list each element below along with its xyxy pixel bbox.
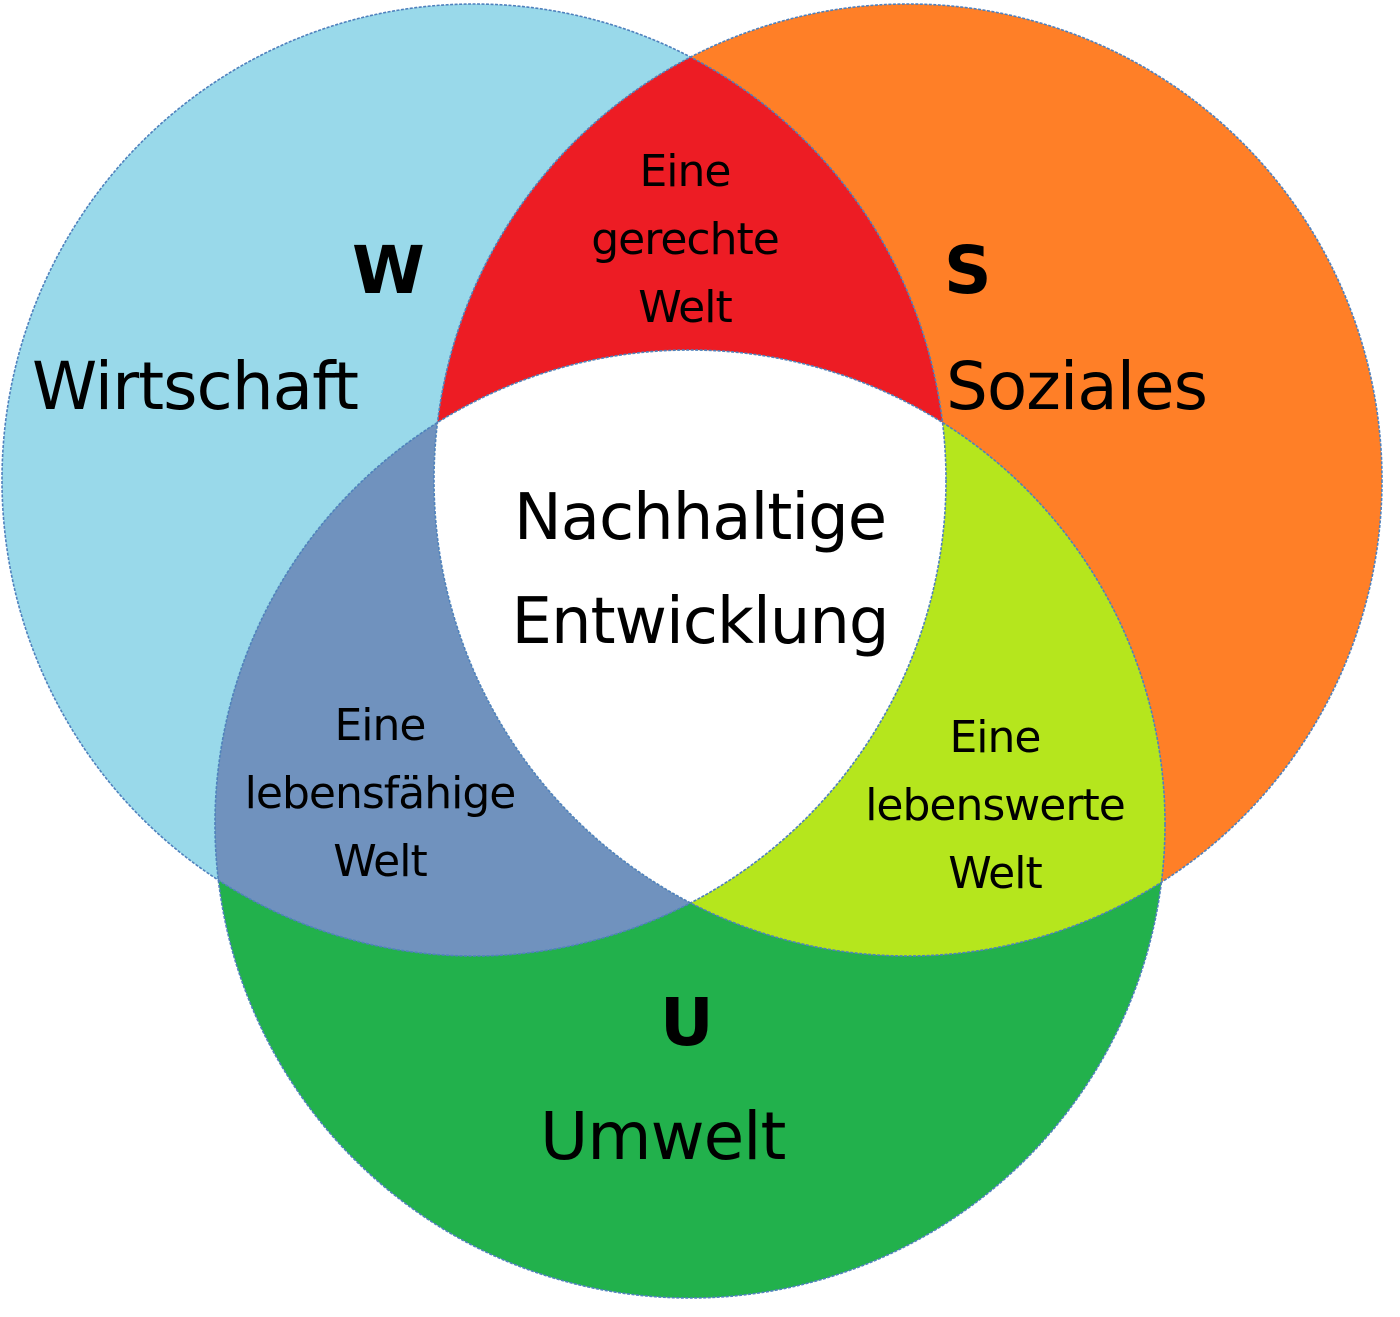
region-nachhaltige-entwicklung <box>434 350 946 956</box>
lebensfaehige-welt-line2: lebensfähige <box>244 768 517 819</box>
soziales-label: Soziales <box>946 348 1208 425</box>
lebenswerte-welt-line3: Welt <box>948 848 1042 899</box>
lebensfaehige-welt-line3: Welt <box>333 836 427 887</box>
wirtschaft-label: Wirtschaft <box>32 348 359 425</box>
outline-wirtschaft <box>1 3 947 957</box>
center-line2: Entwicklung <box>511 585 890 659</box>
lebensfaehige-welt-label: Eine lebensfähige Welt <box>210 692 550 896</box>
lebenswerte-welt-line2: lebenswerte <box>865 780 1126 831</box>
outline-umwelt <box>214 349 1166 1299</box>
lebenswerte-welt-label: Eine lebenswerte Welt <box>830 704 1160 908</box>
wirtschaft-letter: W <box>352 232 425 309</box>
outline-soziales <box>433 3 1383 957</box>
umwelt-letter: U <box>660 984 714 1061</box>
center-line1: Nachhaltige <box>513 481 887 555</box>
umwelt-label: Umwelt <box>540 1098 786 1175</box>
lebensfaehige-welt-line1: Eine <box>334 700 427 751</box>
gerechte-welt-line2: gerechte <box>591 214 780 265</box>
soziales-letter: S <box>944 232 992 309</box>
gerechte-welt-label: Eine gerechte Welt <box>560 138 810 342</box>
nachhaltige-entwicklung-label: Nachhaltige Entwicklung <box>450 466 950 674</box>
lebenswerte-welt-line1: Eine <box>949 712 1042 763</box>
gerechte-welt-line1: Eine <box>639 146 732 197</box>
gerechte-welt-line3: Welt <box>638 282 732 333</box>
